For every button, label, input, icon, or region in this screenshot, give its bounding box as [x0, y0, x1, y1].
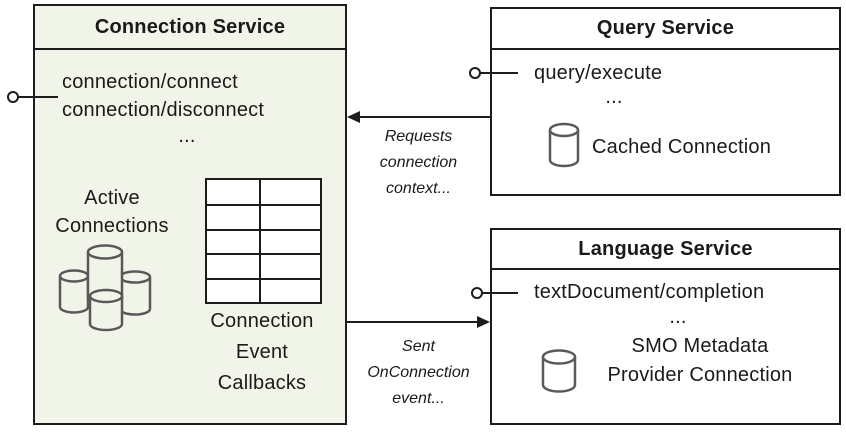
connection-service-title: Connection Service — [35, 6, 345, 50]
table-cell — [207, 180, 259, 204]
sent-onconnection-event-label: Sent OnConnection event... — [367, 338, 470, 407]
cached-connection-label: Cached Connection — [592, 136, 772, 158]
connection-service-box: Connection Service connection/connect co… — [33, 4, 347, 425]
language-service-title: Language Service — [492, 230, 839, 270]
table-cell — [207, 277, 259, 302]
table-cell — [207, 253, 259, 277]
language-service-ellipsis: ... — [669, 306, 687, 328]
callbacks-label: Connection Event Callbacks — [210, 310, 314, 394]
query-service-method: query/execute — [534, 62, 663, 84]
arrow-right-icon — [347, 316, 490, 328]
requests-connection-context-label: Requests connection context... — [379, 128, 458, 197]
arrow-left-icon — [347, 111, 490, 123]
table-cell — [207, 228, 259, 253]
query-service-title: Query Service — [492, 9, 839, 50]
table-cell — [259, 228, 320, 254]
table-cell — [259, 180, 320, 205]
table-cell — [259, 277, 320, 302]
smo-connection-label: SMO Metadata Provider Connection — [607, 335, 793, 386]
connection-service-ellipsis: ... — [178, 125, 196, 147]
connection-service-method-disconnect: connection/disconnect — [62, 99, 265, 121]
language-service-method: textDocument/completion — [534, 281, 765, 303]
active-connections-label: Active Connections — [55, 187, 169, 237]
language-service-box: Language Service textDocument/completion… — [490, 228, 841, 425]
callbacks-table-grid-icon — [205, 178, 322, 304]
connection-service-method-connect: connection/connect — [62, 71, 238, 93]
table-cell — [207, 204, 259, 228]
table-cell — [259, 253, 320, 278]
query-service-box: Query Service query/execute ... Cached C… — [490, 7, 841, 196]
query-service-ellipsis: ... — [605, 86, 623, 108]
table-cell — [259, 204, 320, 229]
